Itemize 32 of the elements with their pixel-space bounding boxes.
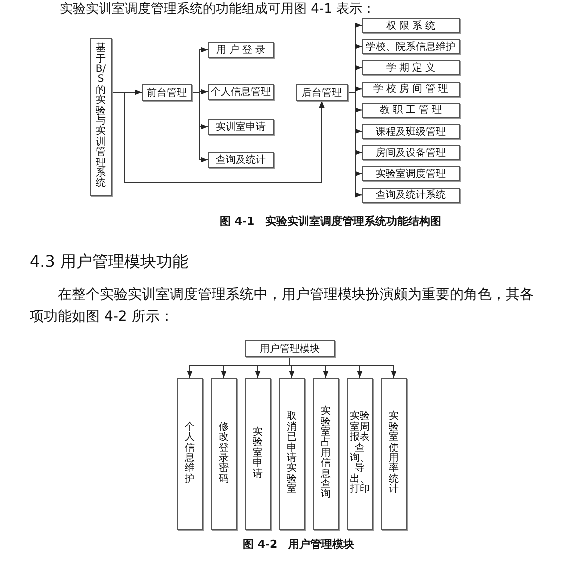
arrow [112,90,142,96]
process-box: 取消已申请实验室 [279,378,305,530]
figure-caption: 图 4-2 用户管理模块 [243,537,355,552]
process-box: 实验室周报表查询、导出、打印 [347,378,373,530]
process-box: 学校、院系信息维护 [362,39,460,54]
process-box: 修改登录密码 [211,378,237,530]
process-box: 学期定义 [362,60,460,76]
process-box: 用户管理模块 [245,340,335,357]
intro-text: 实验实训室调度管理系统的功能组成可用图 4-1 表示： [60,1,376,18]
process-box: 用户登录 [208,42,274,58]
process-box: 实训室申请 [208,119,274,135]
process-box: 实验室使用率统计 [381,378,407,530]
process-box: 实验室申请 [245,378,271,530]
process-box: 实验室调度管理 [362,166,460,182]
process-box: 教职工管理 [362,102,460,118]
process-box: 查询及统计 [208,152,274,168]
process-box: 课程及班级管理 [362,124,460,139]
arrow [290,356,397,378]
paragraph: 在整个实验实训室调度管理系统中，用户管理模块扮演颇为重要的角色，其各项功能如图 4-2 所示： [30,286,535,328]
process-box: 权限系统 [362,18,460,33]
process-box: 个人信息管理 [208,84,274,100]
process-box: 学校房间管理 [362,82,460,97]
process-box: 基于B/S的实验与实训管理系统 [90,38,112,196]
process-box: 查询及统计系统 [362,188,460,203]
process-box: 后台管理 [296,84,348,101]
process-box: 个人信息维护 [177,378,203,530]
process-box: 房间及设备管理 [362,145,460,160]
process-box: 前台管理 [142,84,192,101]
figure-caption: 图 4-1 实验实训室调度管理系统功能结构图 [220,214,442,229]
process-box: 实验室占用信息查询 [313,378,339,530]
section-heading: 4.3 用户管理模块功能 [30,252,189,273]
arrow [112,92,325,184]
